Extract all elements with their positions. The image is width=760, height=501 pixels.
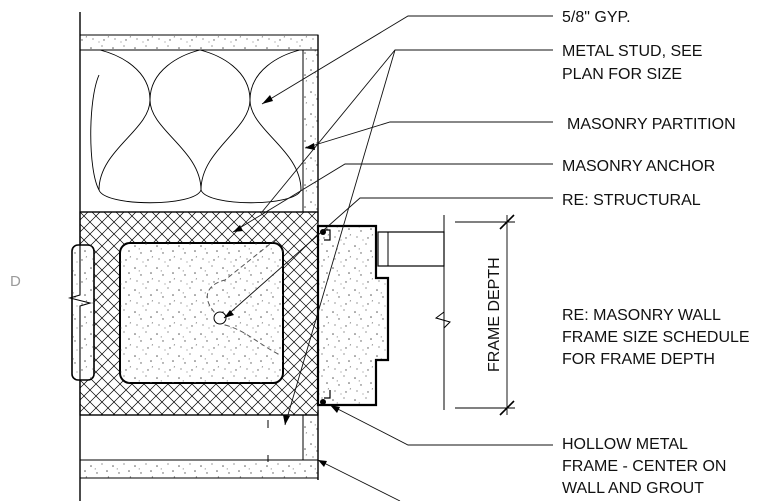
callout-stud-line-1: METAL STUD, SEE bbox=[562, 43, 702, 60]
callout-partition: MASONRY PARTITION bbox=[567, 116, 736, 133]
callout-stud-line-2: PLAN FOR SIZE bbox=[562, 66, 682, 83]
gypsum-board-top bbox=[79, 34, 319, 51]
callout-structural-label: RE: STRUCTURAL bbox=[562, 192, 701, 209]
callout-frame-line-1: HOLLOW METAL bbox=[562, 436, 688, 453]
masonry-anchor-dashed bbox=[207, 239, 276, 319]
break-line-left bbox=[67, 245, 93, 380]
callout-partition-label: MASONRY PARTITION bbox=[567, 116, 736, 133]
callout-structural: RE: STRUCTURAL bbox=[562, 192, 701, 209]
dim-tick-bottom bbox=[499, 400, 515, 416]
callout-frame-line-2: FRAME - CENTER ON bbox=[562, 458, 726, 475]
break-line-door bbox=[434, 300, 451, 410]
frame-depth-dimension-label: FRAME DEPTH bbox=[486, 257, 503, 372]
callout-anchor: MASONRY ANCHOR bbox=[562, 158, 715, 175]
callout-schedule: RE: MASONRY WALL FRAME SIZE SCHEDULE FOR… bbox=[562, 307, 750, 368]
callout-schedule-line-2: FRAME SIZE SCHEDULE bbox=[562, 329, 750, 346]
dim-tick-top bbox=[499, 214, 515, 230]
callout-frame-line-3: WALL AND GROUT bbox=[562, 480, 704, 497]
grid-marker-label: D bbox=[10, 273, 21, 290]
gypsum-board-bottom bbox=[79, 459, 319, 479]
callout-gyp-label: 5/8" GYP. bbox=[562, 9, 631, 26]
callout-schedule-line-1: RE: MASONRY WALL bbox=[562, 307, 721, 324]
callout-gyp: 5/8" GYP. bbox=[562, 9, 631, 26]
callout-anchor-label: MASONRY ANCHOR bbox=[562, 158, 715, 175]
callout-schedule-line-3: FOR FRAME DEPTH bbox=[562, 351, 715, 368]
leader-lines bbox=[223, 15, 553, 501]
insulation-batt bbox=[90, 49, 302, 204]
leader-arrowheads bbox=[224, 95, 340, 467]
anchor-bolt bbox=[213, 311, 227, 325]
callout-stud: METAL STUD, SEE PLAN FOR SIZE bbox=[562, 43, 702, 83]
callout-frame: HOLLOW METAL FRAME - CENTER ON WALL AND … bbox=[562, 436, 726, 497]
hollow-metal-frame bbox=[316, 224, 390, 407]
